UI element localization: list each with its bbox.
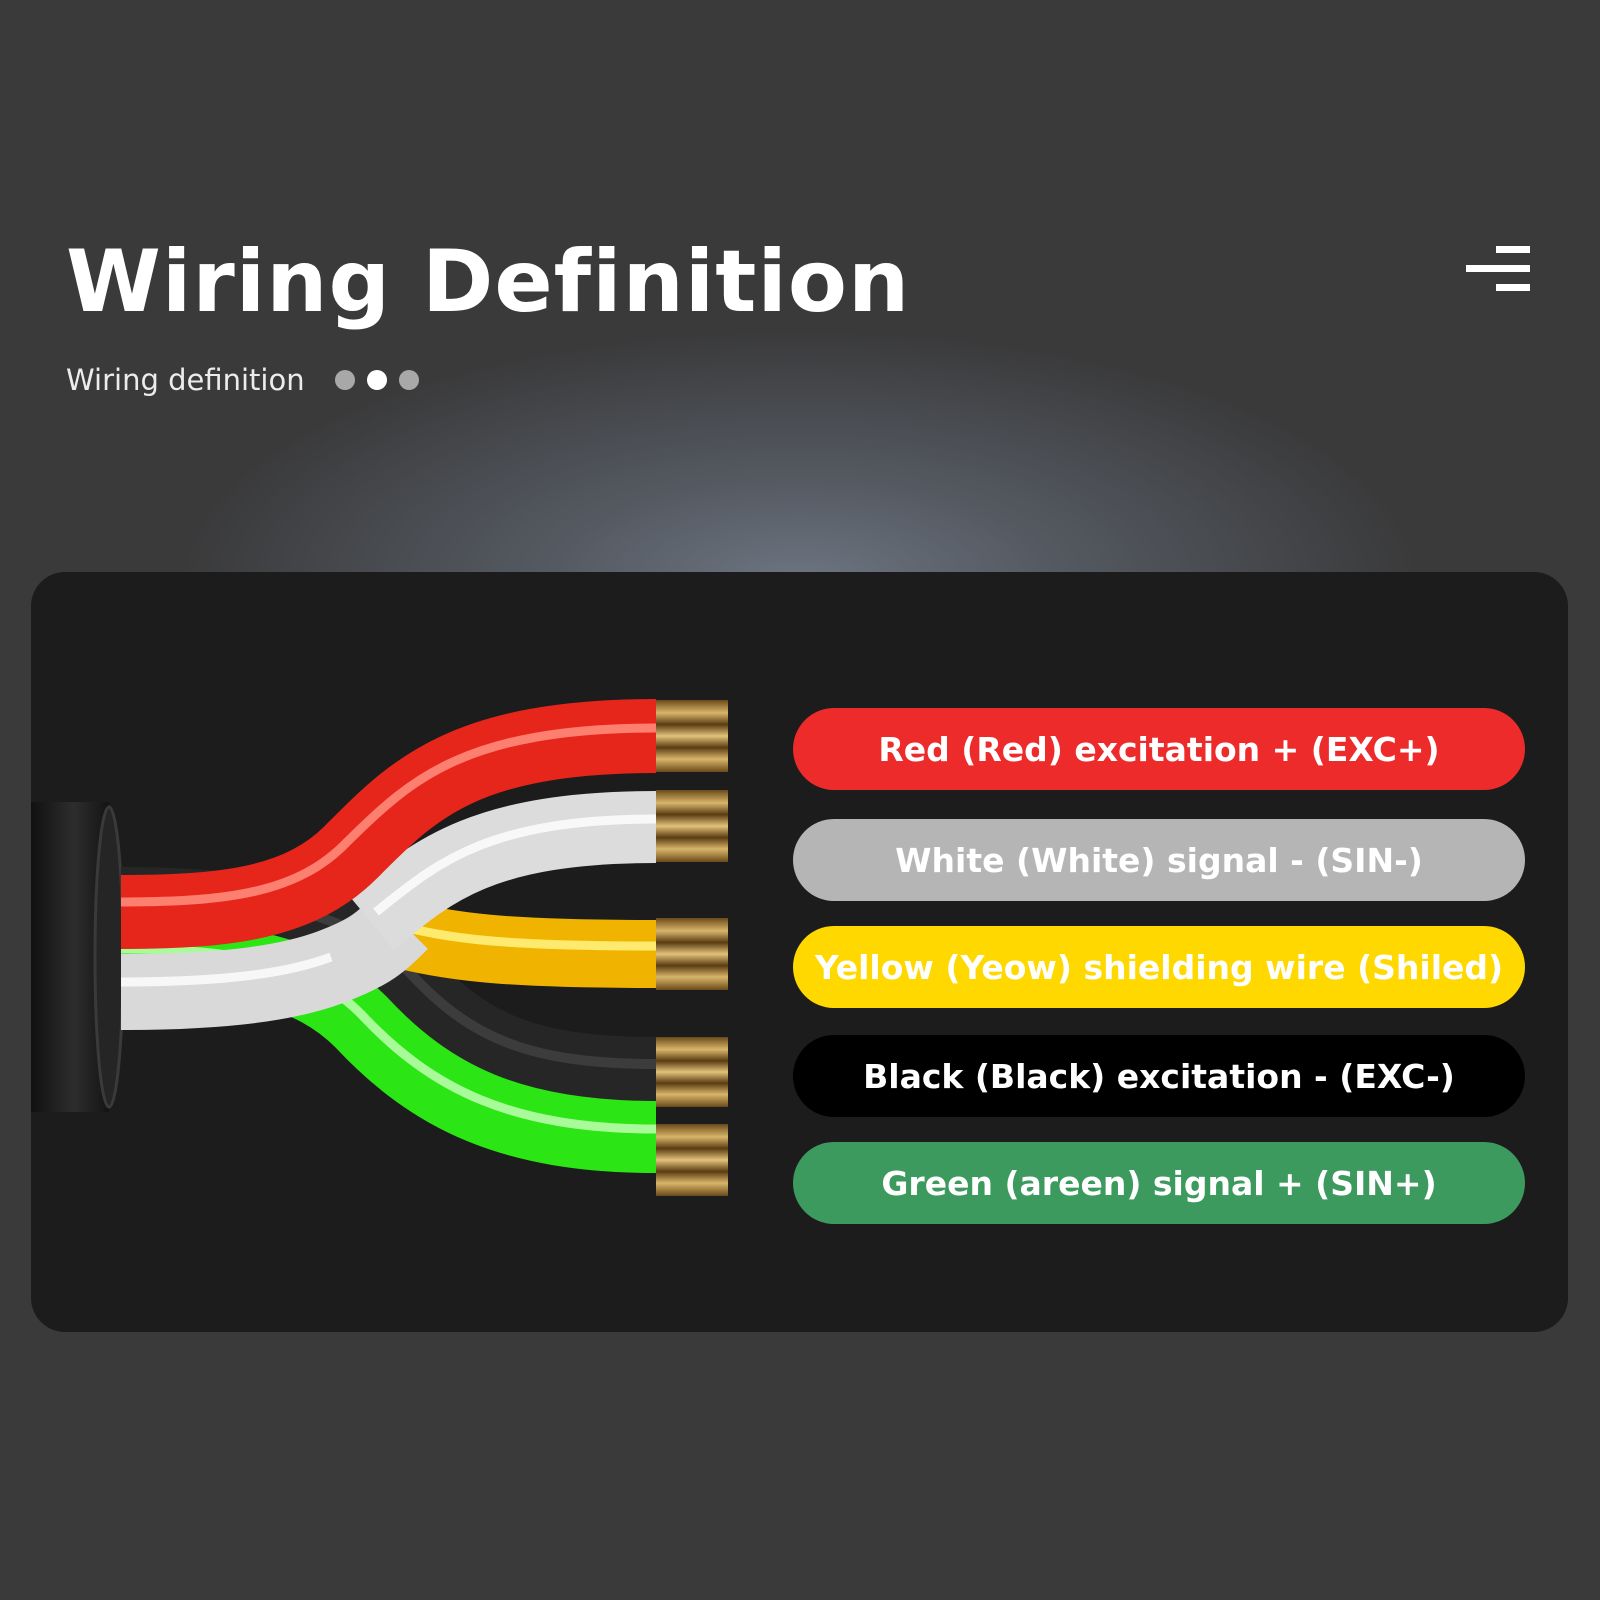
cable-illustration bbox=[31, 699, 728, 1196]
subtitle-row: Wiring definition bbox=[66, 358, 419, 402]
copper-end-yellow bbox=[656, 918, 728, 990]
pagination-dots bbox=[334, 370, 419, 390]
page-subtitle: Wiring definition bbox=[66, 363, 305, 397]
copper-end-white bbox=[656, 790, 728, 862]
page-title: Wiring Definition bbox=[66, 232, 911, 332]
wire-labels: Red (Red) excitation + (EXC+) White (Whi… bbox=[793, 572, 1527, 1332]
pagination-dot-2-active[interactable] bbox=[366, 370, 387, 390]
wire-red bbox=[120, 699, 657, 949]
label-red-exc-plus: Red (Red) excitation + (EXC+) bbox=[793, 708, 1525, 790]
pagination-dot-1[interactable] bbox=[334, 370, 355, 390]
label-yellow-shield: Yellow (Yeow) shielding wire (Shiled) bbox=[793, 926, 1525, 1008]
copper-end-red bbox=[656, 700, 728, 772]
label-black-exc-minus: Black (Black) excitation - (EXC-) bbox=[793, 1035, 1525, 1117]
menu-lines-icon[interactable] bbox=[1466, 246, 1530, 292]
label-white-sin-minus: White (White) signal - (SIN-) bbox=[793, 819, 1525, 901]
copper-end-black bbox=[656, 1037, 728, 1107]
copper-end-green bbox=[656, 1124, 728, 1196]
wiring-panel: Red (Red) excitation + (EXC+) White (Whi… bbox=[31, 572, 1568, 1332]
background-glow bbox=[0, 0, 1600, 620]
label-green-sin-plus: Green (areen) signal + (SIN+) bbox=[793, 1142, 1525, 1224]
wire-white-lower bbox=[120, 895, 428, 1030]
pagination-dot-3[interactable] bbox=[398, 370, 419, 390]
cable-jacket-rim bbox=[93, 805, 125, 1109]
